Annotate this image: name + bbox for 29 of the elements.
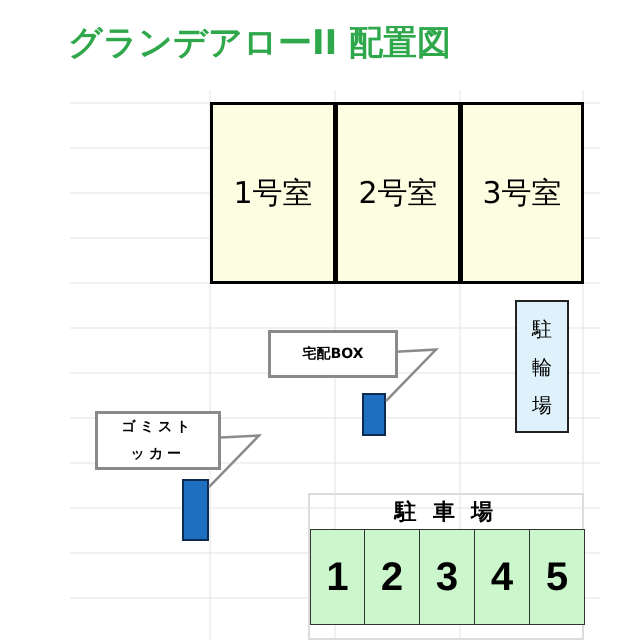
parking-space — [529, 529, 585, 625]
storage-bar — [182, 479, 209, 541]
parking-space — [419, 529, 475, 625]
place-label: 2号室 — [358, 174, 438, 212]
place-label: 駐輪場 — [532, 316, 552, 418]
bicycle-parking-box — [515, 300, 569, 433]
space-number: 5 — [546, 554, 568, 600]
callout-box — [268, 330, 398, 378]
leader-line — [385, 348, 440, 402]
place-label: 宅配BOX — [302, 344, 364, 364]
storage-bar — [362, 393, 386, 436]
space-number: 4 — [490, 554, 514, 600]
parking-space — [474, 529, 530, 625]
parking-space — [310, 529, 365, 625]
parking-space — [364, 529, 420, 625]
callout-box — [95, 411, 221, 470]
area-heading: 駐 車 場 — [392, 499, 499, 527]
room-box — [210, 102, 336, 284]
space-number: 2 — [380, 554, 404, 600]
room-box — [335, 102, 461, 284]
place-label: 1号室 — [233, 174, 313, 212]
parking-area — [308, 493, 584, 640]
space-number: 1 — [326, 554, 349, 600]
leader-line — [208, 434, 262, 488]
place-label: ゴミストッカー — [120, 418, 196, 464]
place-label: 3号室 — [482, 174, 562, 212]
title: グランデアローII 配置図 — [68, 22, 452, 65]
space-number: 3 — [436, 554, 458, 600]
room-box — [460, 102, 584, 284]
